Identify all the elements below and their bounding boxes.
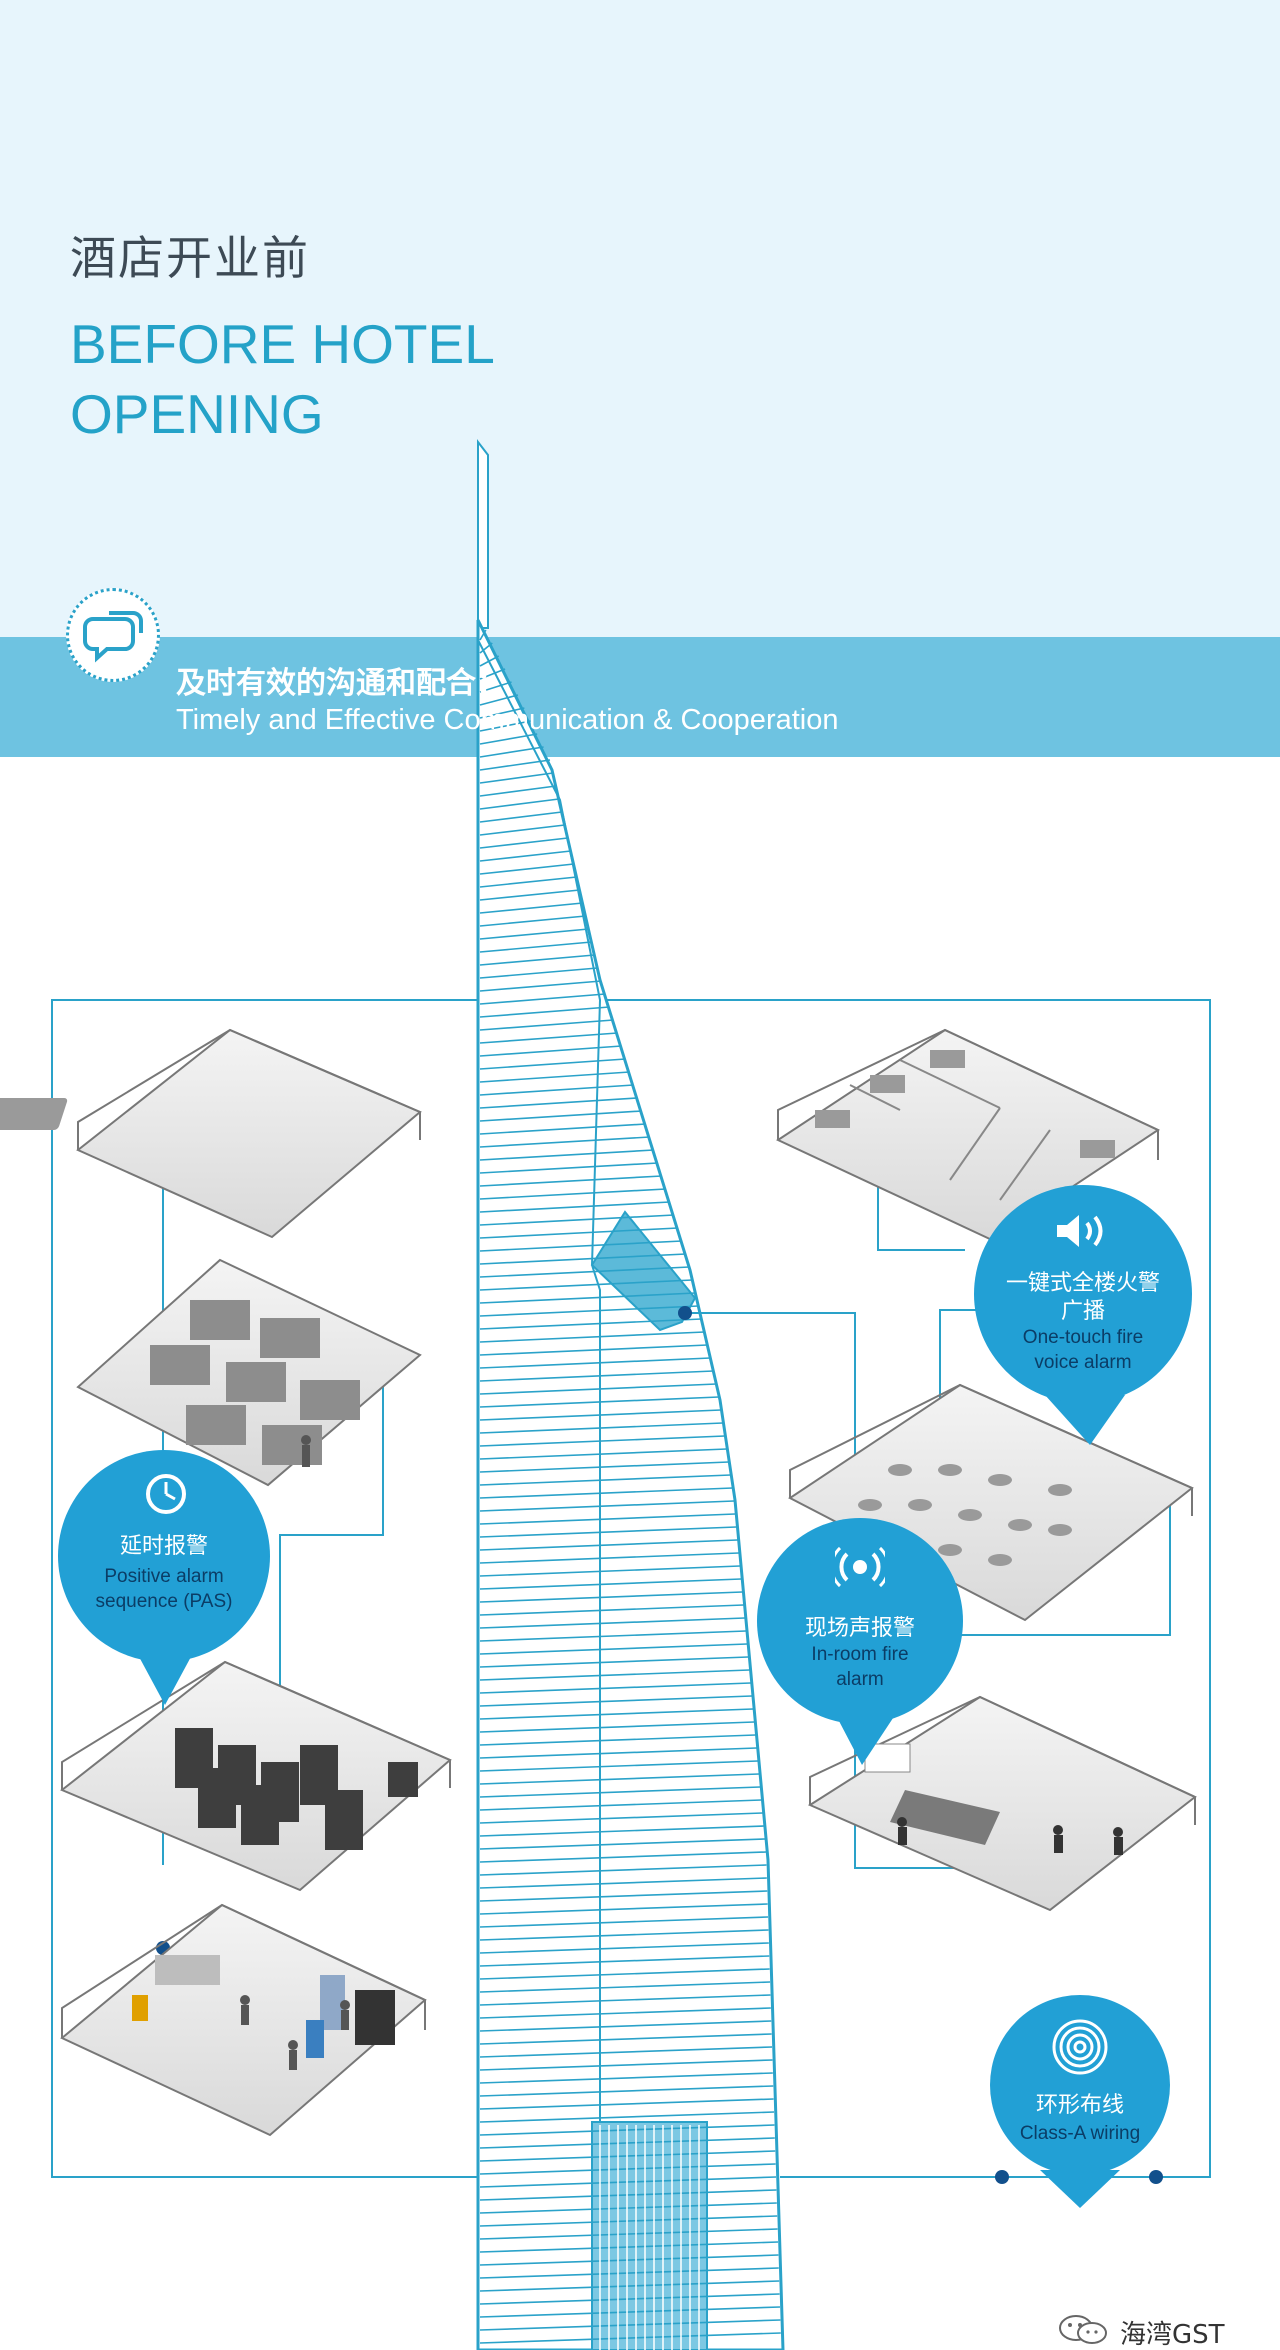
scene-guest-room [0,1028,422,1239]
title-chinese: 酒店开业前 [70,231,310,285]
feature-bubble-voice-alarm: 一键式全楼火警 广播 One-touch fire voice alarm [974,1185,1192,1403]
banner-title-chinese: 及时有效的沟通和配合： [176,666,506,701]
wechat-icon [1059,2315,1107,2344]
feature-title-english: voice alarm [1034,1352,1132,1373]
feature-title-english: sequence (PAS) [95,1591,233,1612]
feature-bubble-pas: 延时报警 Positive alarm sequence (PAS) [58,1450,270,1662]
scene-banquet-hall [788,1383,1194,1622]
speaker-icon [1057,1215,1103,1247]
title-english-line-2: OPENING [70,383,324,445]
feature-title-english: In-room fire [811,1644,909,1665]
banner-title-english: Timely and Effective Communication & Coo… [176,704,839,736]
feature-title-english: Positive alarm [104,1566,224,1587]
chat-bubbles-icon [66,588,160,682]
communication-banner [0,637,1280,757]
title-english-line-1: BEFORE HOTEL [70,313,495,375]
tower [476,439,785,2350]
scene-server-room [60,1660,452,1892]
feature-bubble-class-a-wiring: 环形布线 Class-A wiring [990,1995,1170,2175]
feature-bubble-in-room-alarm: 现场声报警 In-room fire alarm [757,1518,963,1724]
alarm-sound-icon [835,1546,885,1588]
feature-title-chinese: 延时报警 [119,1534,208,1559]
scene-office-cubicles [76,1258,422,1487]
watermark-text: 海湾GST [1120,2320,1225,2350]
feature-title-chinese: 环形布线 [1035,2093,1124,2118]
feature-title-english: Class-A wiring [1019,2123,1141,2144]
scene-lobby [60,1903,427,2137]
feature-title-english: One-touch fire [1022,1327,1144,1348]
feature-title-chinese: 一键式全楼火警 [1005,1271,1160,1296]
feature-title-chinese: 广播 [1060,1299,1105,1324]
top-background [0,0,1280,640]
feature-title-chinese: 现场声报警 [804,1616,915,1641]
feature-title-english: alarm [836,1669,884,1690]
concentric-rings-icon [1052,2019,1108,2075]
clock-icon [146,1474,186,1514]
